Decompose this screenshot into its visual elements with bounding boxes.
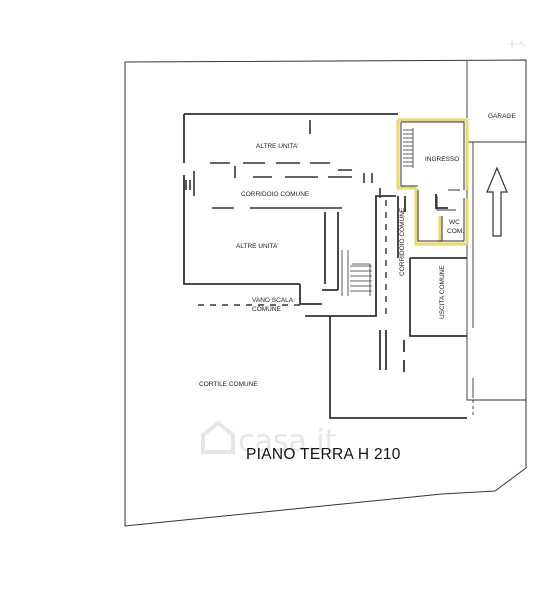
building-walls (183, 113, 467, 419)
label-ingresso: INGRESSO (425, 156, 459, 163)
house-logo-icon (201, 420, 235, 454)
plan-title: PIANO TERRA H 210 (246, 446, 401, 463)
label-corridoio-comune-horizontal: CORRIDOIO COMUNE (241, 191, 310, 198)
label-uscita-comune: USCITA COMUNE (439, 265, 446, 319)
label-wc-line1: WC (449, 219, 460, 226)
label-altre-unita-top: ALTRE UNITA' (256, 143, 299, 150)
right-block-walls (379, 194, 467, 372)
scan-marks (508, 40, 527, 48)
label-garage: GARAGE (488, 113, 516, 120)
watermark-text: casa.it (238, 424, 337, 459)
watermark: casa.it (201, 420, 337, 459)
up-arrow-icon (486, 166, 508, 237)
label-wc-line2: COM. (447, 228, 464, 235)
staircase-ingresso (403, 128, 414, 168)
corridor-dashes (198, 200, 387, 316)
lot-boundary (124, 59, 527, 527)
interior-walls (185, 120, 381, 209)
highlighted-unit-outline (400, 121, 465, 242)
label-cortile-comune: CORTILE COMUNE (199, 381, 258, 388)
staircase-comune (341, 250, 372, 296)
highlighted-unit (396, 118, 469, 246)
label-altre-unita-mid: ALTRE UNITA' (236, 243, 279, 250)
label-corridoio-comune-vertical: CORRIDOIO COMUNE (399, 207, 406, 276)
label-vano-scala-line1: VANO SCALA (252, 297, 294, 304)
label-vano-scala-line2: COMUNE (252, 306, 282, 313)
